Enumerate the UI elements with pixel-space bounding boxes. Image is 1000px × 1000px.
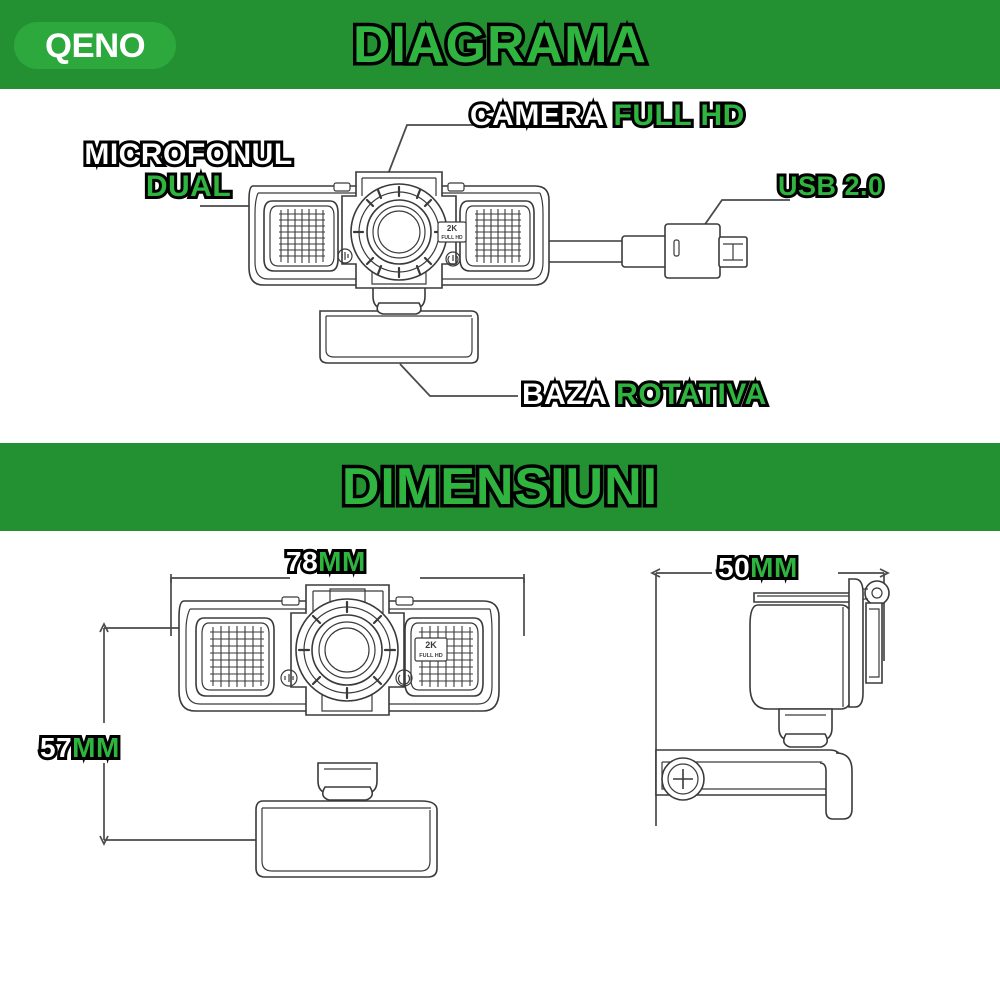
- shutter-arm-side: [753, 592, 863, 603]
- webcam-body-side: [749, 604, 853, 710]
- microphone-indicator-icon: [337, 248, 353, 264]
- resolution-badge-front: 2K FULL HD: [414, 637, 448, 662]
- callout-usb-line1: USB 2.0: [775, 168, 886, 203]
- webcam-rear-cover-side: [848, 578, 883, 708]
- callout-base: BAZA ROTATIVA: [519, 375, 769, 414]
- camera-lens-front: [295, 598, 399, 702]
- webcam-stem: [372, 282, 426, 315]
- section-title-dimensiuni-text: DIMENSIUNI: [338, 455, 660, 520]
- resolution-badge-line2: FULL HD: [419, 653, 442, 659]
- dimension-unit-50: MM: [747, 549, 800, 586]
- webcam-stem-side: [778, 708, 833, 748]
- microphone-grille-right: [459, 200, 535, 272]
- usb-connector-body: [664, 223, 721, 279]
- svg-text:2K: 2K: [447, 224, 457, 233]
- dimension-label-width-front: 78MM: [283, 543, 368, 580]
- webcam-front-view-diagram: 2K FULL HD: [248, 171, 550, 364]
- brand-logo-text: QENO: [44, 26, 146, 65]
- section-title-diagrama: DIAGRAMA: [0, 0, 1000, 89]
- dimension-label-height-front: 57MM: [37, 729, 122, 766]
- webcam-rotating-base: [319, 310, 479, 364]
- webcam-front-view-dimensions: 2K FULL HD: [178, 584, 500, 878]
- callout-usb: USB 2.0: [775, 168, 886, 203]
- callout-base-line1: BAZA: [519, 375, 610, 414]
- dimension-unit-57: MM: [69, 729, 122, 766]
- power-indicator-icon-front: [395, 669, 413, 687]
- mount-screw-icon: [661, 757, 705, 801]
- dimensions-banner: DIMENSIUNI: [0, 443, 1000, 531]
- brand-logo: QENO: [14, 22, 176, 69]
- section-title-dimensiuni: DIMENSIUNI: [0, 443, 1000, 531]
- callout-base-line2: ROTATIVA: [613, 375, 769, 414]
- usb-connector-contacts: [723, 243, 743, 261]
- svg-text:FULL HD: FULL HD: [441, 235, 463, 241]
- dimension-value-78: 78: [283, 543, 321, 580]
- microphone-indicator-icon-front: [280, 669, 298, 687]
- resolution-badge-line1: 2K: [425, 640, 437, 650]
- microphone-grille-left-front: [195, 617, 275, 697]
- dimensions-illustration: 2K FULL HD: [99, 568, 890, 878]
- callout-camera: CAMERA FULL HD: [467, 96, 748, 135]
- webcam-clip-base-side: [655, 749, 853, 820]
- webcam-side-view: [655, 578, 890, 820]
- camera-lens: [350, 183, 448, 281]
- resolution-badge-diagram: 2K FULL HD: [437, 221, 467, 243]
- section-title-diagrama-text: DIAGRAMA: [350, 12, 650, 77]
- callout-microphone-line1: MICROFONUL: [81, 135, 295, 174]
- callout-camera-line2: FULL HD: [611, 96, 748, 135]
- power-indicator-icon: [445, 251, 461, 267]
- dimension-value-57: 57: [37, 729, 75, 766]
- dimension-label-width-side: 50MM: [715, 549, 800, 586]
- leader-line-base: [399, 363, 518, 397]
- microphone-grille-left: [263, 200, 339, 272]
- usb-cable-sleeve: [621, 235, 669, 268]
- dimension-line-width-78: [170, 574, 525, 636]
- dimension-value-50: 50: [715, 549, 753, 586]
- callout-microphone: MICROFONUL DUAL: [56, 135, 321, 206]
- usb-connector-slot: [673, 239, 680, 257]
- diagram-illustration: 2K FULL HD: [200, 124, 790, 397]
- callout-camera-line1: CAMERA: [467, 96, 607, 135]
- header-bar: QENO DIAGRAMA: [0, 0, 1000, 89]
- dimension-unit-78: MM: [315, 543, 368, 580]
- usb-cable-group: [520, 223, 748, 279]
- webcam-rotating-base-front: [255, 800, 438, 878]
- dimension-line-height-57: [99, 622, 280, 846]
- webcam-stem-front: [317, 762, 378, 801]
- callout-microphone-line2: DUAL: [143, 167, 234, 206]
